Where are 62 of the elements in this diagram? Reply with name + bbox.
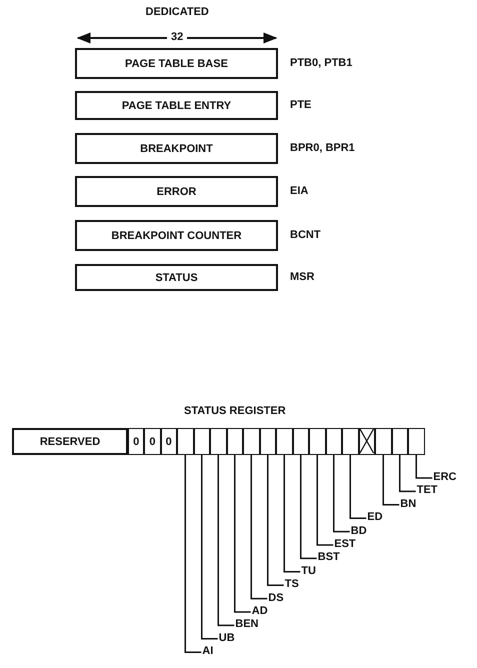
dimension-value: 32 [171,31,184,44]
bit-field-label: BD [350,524,367,538]
leader-line [284,455,300,573]
bit-field-label: BST [318,551,340,564]
register-mnemonic: PTE [290,98,312,112]
bit-cell [309,428,326,455]
bit-field-label: BEN [235,618,258,632]
bit-cell [375,428,392,455]
register-box: BREAKPOINT COUNTER [75,220,278,251]
bit-cell [210,428,226,455]
bit-field-label: TU [301,564,316,578]
bit-field-label: AD [252,605,268,618]
bit-field-label: ERC [433,471,456,484]
register-box: PAGE TABLE ENTRY [75,91,278,120]
register-mnemonic: PTB0, PTB1 [290,56,352,70]
bit-cell [226,428,243,455]
leader-line [250,455,268,600]
bit-field-label: ED [367,511,383,524]
leader-line [416,455,432,479]
bit-field-label: BN [400,498,416,511]
bit-field-label: TS [284,578,299,592]
bit-cell [260,428,276,455]
register-box: PAGE TABLE BASE [75,48,278,79]
bit-value: 0 [128,428,144,455]
section-heading: STATUS REGISTER [184,405,286,418]
bit-cell [276,428,292,455]
leader-line [267,455,284,586]
bit-field-label: EST [334,538,356,551]
leader-line [218,455,234,626]
bit-field-label: UB [218,632,235,645]
bit-field-label: AI [202,645,214,658]
register-mnemonic: EIA [290,184,308,198]
register-mnemonic: BPR0, BPR1 [290,142,355,154]
leader-line [350,455,366,519]
bit-value: 0 [144,428,161,455]
leader-line [184,455,202,653]
unused-bit-cell [358,428,375,455]
bit-cell [177,428,194,455]
bit-cell [392,428,408,455]
section-heading: DEDICATED [146,6,209,19]
bit-field-label: TET [416,484,438,498]
leader-line [399,455,416,492]
register-mnemonic: MSR [290,270,314,284]
leader-line [201,455,218,640]
leader-line [300,455,317,560]
leader-line [234,455,251,613]
bit-field-label: DS [268,592,284,605]
leader-line [316,455,334,546]
bit-cell [342,428,358,455]
bit-cell [194,428,210,455]
bit-cell [292,428,309,455]
register-box: BREAKPOINT [75,133,278,164]
bit-cell [326,428,342,455]
register-box: RESERVED [12,428,128,455]
bit-value: 0 [160,428,177,455]
register-mnemonic: BCNT [290,228,321,242]
leader-line [333,455,350,532]
register-box: STATUS [75,264,278,291]
bit-cell [408,428,424,455]
bit-cell [243,428,260,455]
register-box: ERROR [75,176,278,207]
leader-line [382,455,400,506]
